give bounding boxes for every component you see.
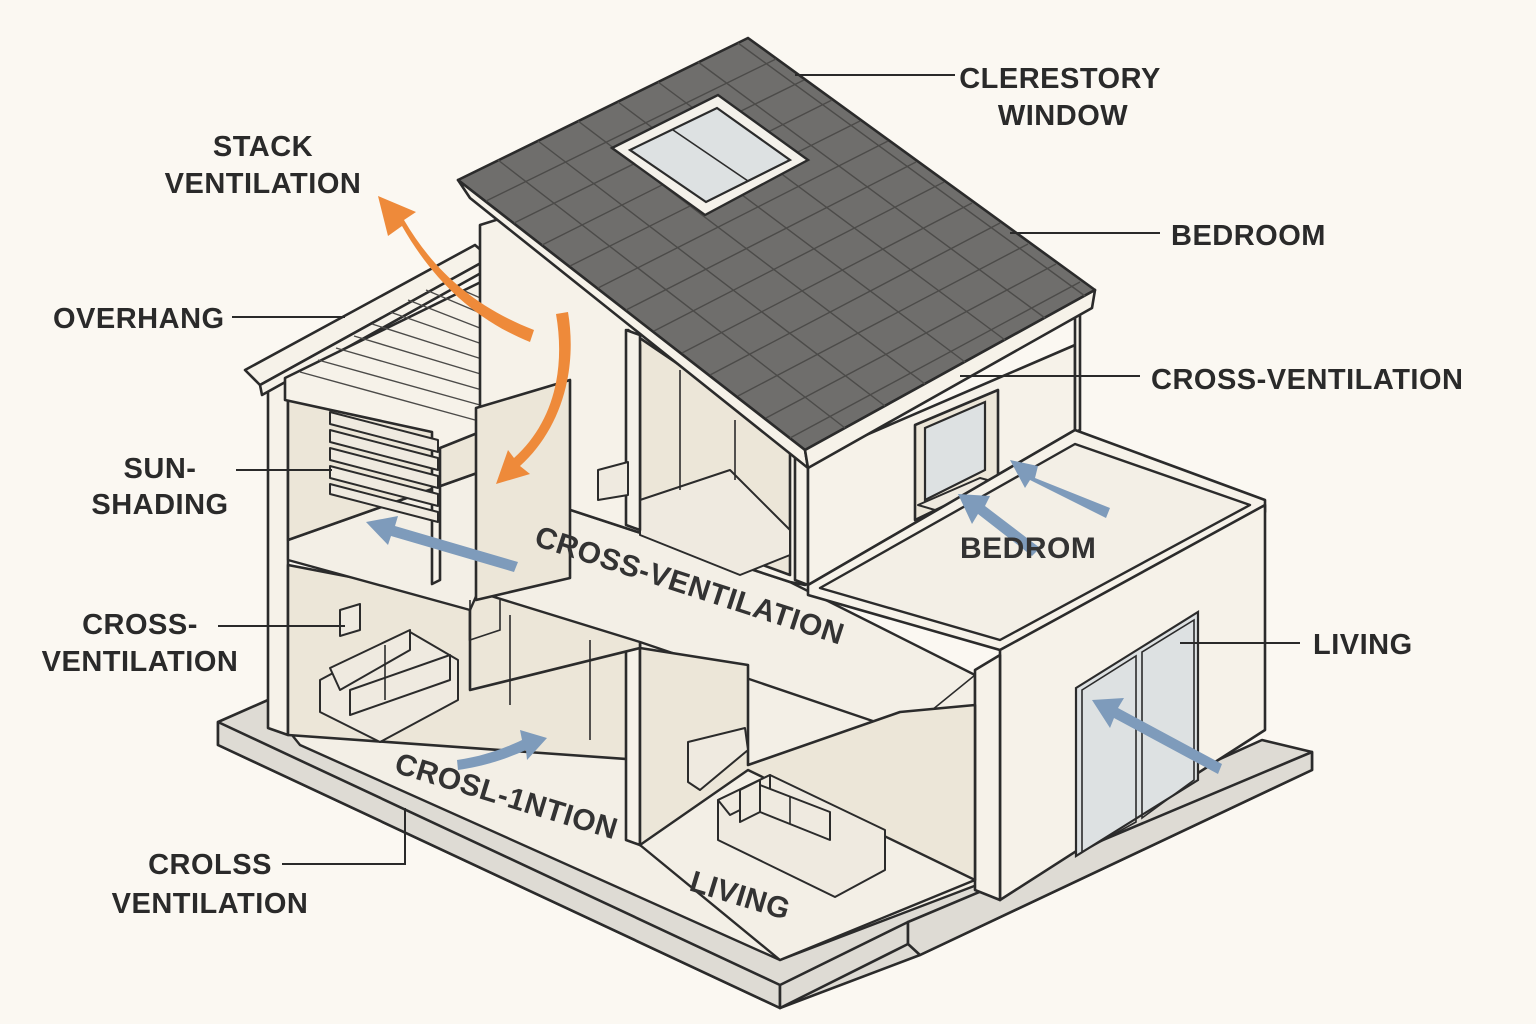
label-cross-ventilation-right: CROSS-VENTILATION xyxy=(1151,364,1463,396)
right-wing xyxy=(806,308,1267,902)
label-crolss-ventilation-1: CROLSS xyxy=(148,849,272,881)
label-bedroom: BEDROOM xyxy=(1171,220,1326,252)
airflow-arrow-icon xyxy=(366,516,518,572)
leader-lines xyxy=(218,74,1300,865)
label-stack-ventilation-1: STACK xyxy=(213,131,313,163)
callouts: STACK VENTILATION OVERHANG SUN- SHADING … xyxy=(42,63,1463,920)
clerestory-skylight xyxy=(609,93,811,217)
sliding-door xyxy=(1074,610,1200,858)
louvers xyxy=(329,411,439,523)
lower-left-room xyxy=(319,603,591,743)
label-overhang: OVERHANG xyxy=(53,303,225,335)
central-volume xyxy=(474,198,810,602)
label-sun-shading-2: SHADING xyxy=(91,489,228,521)
airflow-arrow-icon xyxy=(457,730,547,770)
label-cross-ventilation-left-2: VENTILATION xyxy=(42,646,239,678)
stack-arrow-up-icon xyxy=(378,196,534,342)
label-living: LIVING xyxy=(1313,629,1413,661)
pergola-overhang xyxy=(243,243,492,586)
roof-tiles xyxy=(485,42,1086,439)
airflow-arrow-icon xyxy=(958,494,1040,556)
label-cross-ventilation-left-1: CROSS- xyxy=(82,609,198,641)
stack-arrow-down-icon xyxy=(496,312,571,484)
label-sun-shading-1: SUN- xyxy=(124,453,197,485)
airflow-arrow-icon xyxy=(1010,460,1110,518)
main-roof xyxy=(456,36,1097,470)
airflow-arrow-icon xyxy=(1092,698,1222,774)
label-bedrom: BEDROM xyxy=(960,532,1096,565)
lower-living-room xyxy=(638,646,977,962)
label-stack-ventilation-2: VENTILATION xyxy=(165,168,362,200)
label-clerestory-window-1: CLERESTORY xyxy=(959,63,1161,95)
sofa-right xyxy=(717,774,886,898)
sofa-left xyxy=(319,629,459,743)
label-clerestory-window-2: WINDOW xyxy=(998,100,1128,132)
label-crolss-ventilation-2: VENTILATION xyxy=(112,888,309,920)
airflow-arrows xyxy=(366,196,1222,774)
